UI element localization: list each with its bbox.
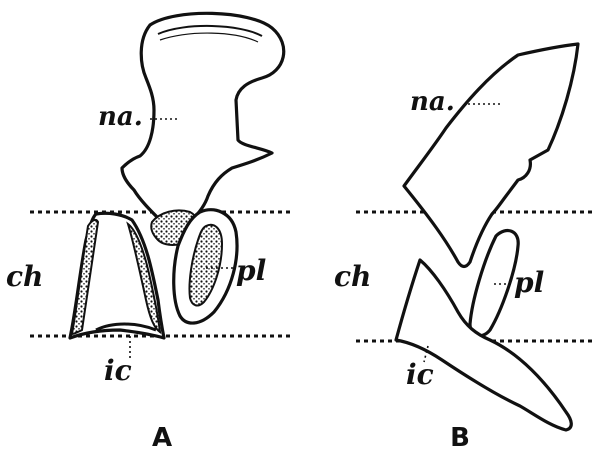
neural-arch-b	[404, 44, 578, 267]
caption-a: A	[152, 423, 172, 452]
label-pl-b: pl	[514, 266, 544, 299]
panel-a: na. ch pl ic A	[6, 13, 290, 452]
label-ch-a: ch	[6, 260, 43, 293]
label-ic-b: ic	[406, 358, 434, 391]
caption-b: B	[450, 423, 470, 452]
label-ic-a: ic	[104, 354, 132, 387]
label-pl-a: pl	[236, 254, 266, 287]
label-ch-b: ch	[334, 260, 371, 293]
panel-b: na. ch pl ic B	[334, 44, 592, 452]
label-na-b: na.	[410, 87, 455, 117]
neural-arch-a	[122, 13, 284, 222]
label-na-a: na.	[98, 102, 143, 132]
